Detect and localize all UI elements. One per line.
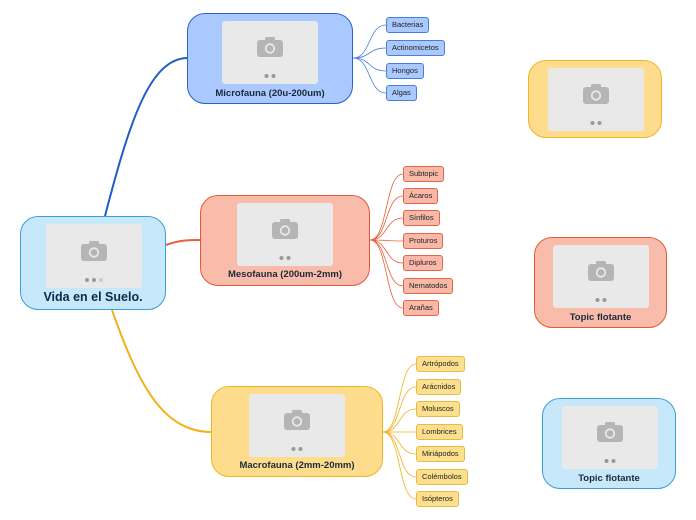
topic-image-placeholder bbox=[222, 21, 318, 84]
subtopic-line-microfauna-3 bbox=[352, 57, 387, 94]
subtopic-line-mesofauna-2 bbox=[369, 217, 404, 241]
camera-icon bbox=[272, 219, 298, 240]
subtopic-line-microfauna-1 bbox=[352, 47, 387, 59]
topic-image-placeholder bbox=[548, 68, 644, 131]
subtopic-lombrices[interactable]: Lombrices bbox=[416, 424, 463, 440]
topic-macrofauna[interactable]: Macrofauna (2mm-20mm) bbox=[211, 386, 383, 477]
branch-line-microfauna bbox=[104, 57, 189, 217]
topic-image-placeholder bbox=[562, 406, 658, 469]
topic-mesofauna-label: Mesofauna (200um-2mm) bbox=[227, 269, 343, 280]
branch-line-macrofauna bbox=[111, 309, 213, 433]
camera-icon bbox=[588, 261, 614, 282]
floating-topic[interactable] bbox=[528, 60, 662, 138]
branch-line-mesofauna bbox=[165, 239, 202, 246]
subtopic-moluscos[interactable]: Moluscos bbox=[416, 401, 460, 417]
subtopic-line-macrofauna-2 bbox=[382, 408, 417, 433]
topic-macrofauna-label: Macrofauna (2mm-20mm) bbox=[239, 460, 355, 471]
subtopic-algas[interactable]: Algas bbox=[386, 85, 417, 101]
floating-topic-label: Topic flotante bbox=[569, 312, 632, 323]
camera-icon bbox=[583, 84, 609, 105]
subtopic-line-mesofauna-5 bbox=[369, 239, 404, 287]
subtopic-miriapodos[interactable]: Miriápodos bbox=[416, 446, 465, 462]
topic-image-placeholder bbox=[249, 394, 345, 457]
topic-image-placeholder bbox=[237, 203, 333, 266]
subtopic-colembolos[interactable]: Colémbolos bbox=[416, 469, 468, 485]
floating-topic[interactable]: Topic flotante bbox=[534, 237, 667, 328]
subtopic-actinomicetos[interactable]: Actinomicetos bbox=[386, 40, 445, 56]
subtopic-line-microfauna-0 bbox=[352, 24, 387, 59]
subtopic-aracnidos[interactable]: Arácnidos bbox=[416, 379, 462, 395]
subtopic-line-macrofauna-1 bbox=[382, 386, 417, 433]
subtopic-line-mesofauna-6 bbox=[369, 239, 404, 309]
subtopic-sinfilos[interactable]: Sínfilos bbox=[403, 210, 440, 226]
subtopic-proturos[interactable]: Proturos bbox=[403, 233, 444, 249]
floating-topic-label: Topic flotante bbox=[578, 473, 640, 484]
topic-microfauna[interactable]: Microfauna (20u-200um) bbox=[187, 13, 353, 104]
subtopic-acaros[interactable]: Ácaros bbox=[403, 188, 439, 204]
subtopic-line-macrofauna-5 bbox=[382, 431, 417, 478]
subtopic-line-microfauna-2 bbox=[352, 57, 387, 72]
camera-icon bbox=[257, 37, 283, 58]
subtopic-line-mesofauna-0 bbox=[369, 173, 404, 241]
subtopic-line-macrofauna-6 bbox=[382, 431, 417, 500]
subtopic-line-macrofauna-4 bbox=[382, 431, 417, 455]
camera-icon bbox=[81, 240, 107, 261]
subtopic-bacterias[interactable]: Bacterias bbox=[386, 17, 430, 33]
central-topic[interactable]: Vida en el Suelo. bbox=[20, 216, 166, 310]
floating-topic[interactable]: Topic flotante bbox=[542, 398, 676, 489]
subtopic-line-mesofauna-4 bbox=[369, 239, 404, 264]
subtopic-line-macrofauna-0 bbox=[382, 363, 417, 433]
topic-microfauna-label: Microfauna (20u-200um) bbox=[215, 88, 325, 99]
subtopic-aranas[interactable]: Arañas bbox=[403, 300, 439, 316]
camera-icon bbox=[597, 422, 623, 443]
subtopic-nematodos[interactable]: Nematodos bbox=[403, 278, 454, 294]
topic-image-placeholder bbox=[46, 224, 142, 288]
subtopic-artropodos[interactable]: Artrópodos bbox=[416, 356, 465, 372]
topic-image-placeholder bbox=[553, 245, 649, 308]
subtopic-isopteros[interactable]: Isópteros bbox=[416, 491, 459, 507]
subtopic-subtopic[interactable]: Subtopic bbox=[403, 166, 445, 182]
subtopic-line-mesofauna-1 bbox=[369, 195, 404, 241]
subtopic-dipluros[interactable]: Dipluros bbox=[403, 255, 443, 271]
topic-mesofauna[interactable]: Mesofauna (200um-2mm) bbox=[200, 195, 370, 286]
camera-icon bbox=[284, 410, 310, 431]
subtopic-hongos[interactable]: Hongos bbox=[386, 63, 424, 79]
central-topic-label: Vida en el Suelo. bbox=[43, 290, 143, 304]
